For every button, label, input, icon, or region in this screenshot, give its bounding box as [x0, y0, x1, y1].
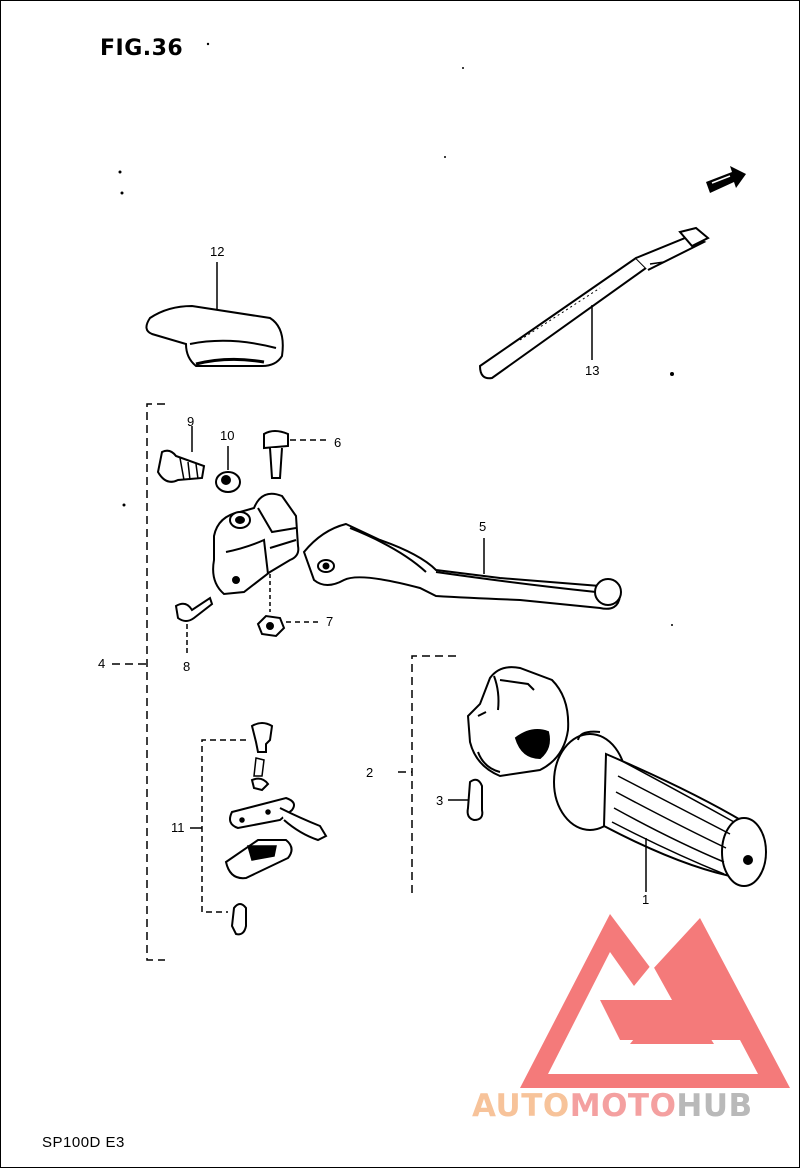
watermark-hub: HUB — [676, 1088, 753, 1124]
part-7-nut — [256, 614, 320, 638]
callout-1: 1 — [642, 892, 650, 907]
callout-5: 5 — [479, 519, 487, 534]
watermark-auto: AUTO — [472, 1088, 570, 1124]
part-12-lever-cover — [145, 262, 284, 367]
part-3-screw — [448, 778, 484, 822]
assembly-2-bracket — [398, 655, 456, 894]
watermark-brand-text: AUTOMOTOHUB — [472, 1088, 753, 1124]
callout-11: 11 — [171, 820, 185, 835]
callout-10: 10 — [220, 428, 235, 443]
callout-12: 12 — [210, 244, 225, 259]
part-8-screw — [174, 596, 214, 656]
part-10-washer — [215, 446, 241, 493]
part-2-throttle-housing — [466, 666, 570, 778]
callout-2: 2 — [366, 765, 374, 780]
part-6-pivot-bolt — [263, 430, 328, 479]
lever-holder-body — [212, 492, 300, 612]
direction-arrow-icon — [706, 166, 746, 193]
callout-8: 8 — [183, 659, 191, 674]
callout-7: 7 — [326, 614, 334, 629]
watermark-logo-icon — [520, 914, 790, 1088]
callout-13: 13 — [585, 363, 600, 378]
callout-9: 9 — [187, 414, 195, 429]
model-code-footer: SP100D E3 — [42, 1134, 125, 1151]
part-9-bolt — [156, 426, 206, 483]
callout-4: 4 — [98, 656, 106, 671]
part-13-cable-tie — [478, 226, 710, 380]
callout-6: 6 — [334, 435, 342, 450]
callout-3: 3 — [436, 793, 444, 808]
figure-title: FIG.36 — [100, 36, 184, 61]
part-5-clutch-lever — [302, 522, 622, 610]
part-1-handlebar-grip — [553, 730, 767, 892]
part-11-switch-assembly — [190, 722, 328, 936]
assembly-4-bracket — [112, 403, 165, 961]
watermark-moto: MOTO — [569, 1088, 677, 1124]
